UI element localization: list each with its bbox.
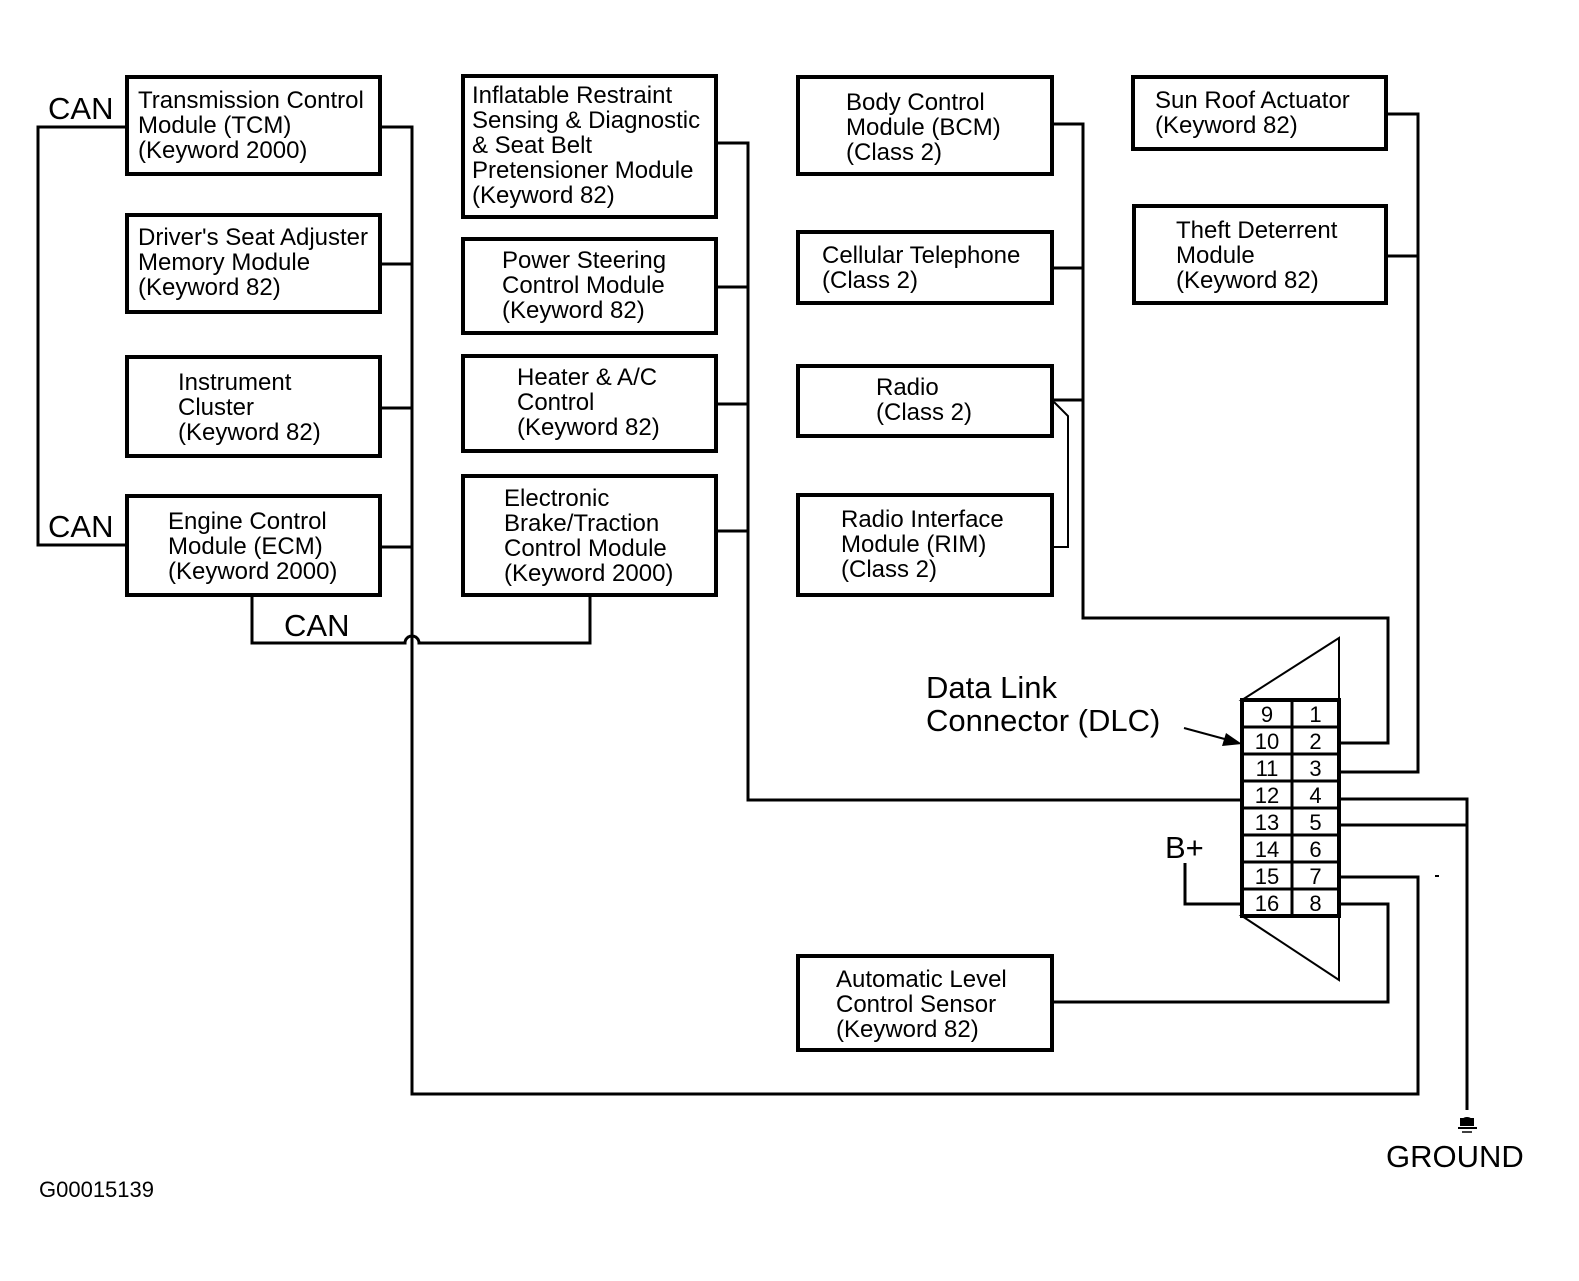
figure-id: G00015139 xyxy=(39,1177,154,1202)
module-label-line: (Keyword 82) xyxy=(472,182,615,209)
module-label-line: Brake/Traction xyxy=(504,510,659,537)
module-label-line: Module (BCM) xyxy=(846,114,1001,141)
dlc-pin-6: 6 xyxy=(1309,837,1321,862)
module-sdm: Inflatable RestraintSensing & Diagnostic… xyxy=(463,76,716,217)
module-label-line: (Class 2) xyxy=(876,399,972,426)
data-link-connector: 9 1 10 2 11 3 12 4 13 5 14 6 15 7 16 8 xyxy=(1184,638,1339,980)
module-label-line: (Keyword 82) xyxy=(502,297,645,324)
module-label-line: Radio Interface xyxy=(841,506,1004,533)
module-label-line: (Keyword 2000) xyxy=(168,558,337,585)
module-label-line: Module (TCM) xyxy=(138,112,291,139)
elc-wire xyxy=(1052,904,1388,1002)
dlc-top-flare xyxy=(1242,638,1339,700)
module-label-line: (Keyword 82) xyxy=(517,414,660,441)
module-seat: Driver's Seat AdjusterMemory Module(Keyw… xyxy=(127,215,380,312)
module-phone: Cellular Telephone(Class 2) xyxy=(798,232,1052,303)
module-label-line: Theft Deterrent xyxy=(1176,217,1338,244)
dlc-pin-9: 9 xyxy=(1261,702,1273,727)
module-label-line: Module (RIM) xyxy=(841,531,986,558)
module-label-line: Memory Module xyxy=(138,249,310,276)
module-label-line: Automatic Level xyxy=(836,966,1007,993)
module-label-line: & Seat Belt xyxy=(472,132,592,159)
dlc-pin-10: 10 xyxy=(1255,729,1279,754)
can-label-top: CAN xyxy=(48,91,113,126)
ground-symbol-icon xyxy=(1458,1117,1477,1132)
module-label-line: (Keyword 82) xyxy=(138,274,281,301)
module-label-line: Power Steering xyxy=(502,247,666,274)
dlc-pin-5: 5 xyxy=(1309,810,1321,835)
module-label-line: Sun Roof Actuator xyxy=(1155,87,1350,114)
can-bus-wire-left xyxy=(38,127,128,545)
module-tcm: Transmission ControlModule (TCM)(Keyword… xyxy=(127,77,380,174)
ground-wire-pin4 xyxy=(1340,799,1467,1110)
module-radio: Radio(Class 2) xyxy=(798,366,1052,436)
module-label-line: Transmission Control xyxy=(138,87,364,114)
ground-label: GROUND xyxy=(1386,1139,1524,1174)
module-label-line: (Keyword 82) xyxy=(836,1016,979,1043)
dlc-pin-16: 16 xyxy=(1255,891,1279,916)
module-label-line: Module xyxy=(1176,242,1255,269)
module-label-line: Control Sensor xyxy=(836,991,996,1018)
dlc-label-line2: Connector (DLC) xyxy=(926,703,1160,738)
module-label-line: Electronic xyxy=(504,485,609,512)
module-label-line: (Keyword 82) xyxy=(1176,267,1319,294)
module-label-line: Radio xyxy=(876,374,939,401)
dlc-pin-1: 1 xyxy=(1309,702,1321,727)
dlc-pin-14: 14 xyxy=(1255,837,1279,862)
module-label-line: Sensing & Diagnostic xyxy=(472,107,700,134)
dlc-pin-15: 15 xyxy=(1255,864,1279,889)
module-psc: Power SteeringControl Module(Keyword 82) xyxy=(463,239,716,333)
dlc-label-line1: Data Link xyxy=(926,670,1057,705)
dlc-arrowhead-icon xyxy=(1222,733,1242,746)
dlc-pin-7: 7 xyxy=(1309,864,1321,889)
module-label-line: Module (ECM) xyxy=(168,533,323,560)
bplus-label: B+ xyxy=(1165,830,1204,865)
module-label-line: Control Module xyxy=(502,272,665,299)
module-label-line: (Class 2) xyxy=(846,139,942,166)
module-label-line: Heater & A/C xyxy=(517,364,657,391)
module-label-line: (Keyword 2000) xyxy=(138,137,307,164)
module-theft: Theft DeterrentModule(Keyword 82) xyxy=(1134,206,1386,303)
dlc-pin-13: 13 xyxy=(1255,810,1279,835)
module-hvac: Heater & A/CControl(Keyword 82) xyxy=(463,356,716,451)
dlc-pin-3: 3 xyxy=(1309,756,1321,781)
dlc-pin-11: 11 xyxy=(1256,756,1279,781)
module-label-line: Engine Control xyxy=(168,508,327,535)
module-elc: Automatic LevelControl Sensor(Keyword 82… xyxy=(798,956,1052,1050)
module-ebtcm: ElectronicBrake/TractionControl Module(K… xyxy=(463,476,716,595)
module-label-line: Cellular Telephone xyxy=(822,242,1020,269)
module-label-line: Instrument xyxy=(178,369,292,396)
dlc-pin-4: 4 xyxy=(1309,783,1321,808)
module-label-line: (Keyword 2000) xyxy=(504,560,673,587)
module-label-line: (Keyword 82) xyxy=(1155,112,1298,139)
module-rim: Radio InterfaceModule (RIM)(Class 2) xyxy=(798,495,1052,595)
module-label-line: Control Module xyxy=(504,535,667,562)
module-label-line: Cluster xyxy=(178,394,254,421)
module-label-line: Control xyxy=(517,389,594,416)
module-label-line: (Keyword 82) xyxy=(178,419,321,446)
module-label-line: Driver's Seat Adjuster xyxy=(138,224,368,251)
module-ecm: Engine ControlModule (ECM)(Keyword 2000) xyxy=(127,496,380,595)
module-label-line: (Class 2) xyxy=(822,267,918,294)
dlc-bottom-flare xyxy=(1242,916,1339,980)
module-bcm: Body ControlModule (BCM)(Class 2) xyxy=(798,77,1052,174)
module-label-line: Body Control xyxy=(846,89,985,116)
module-label-line: Pretensioner Module xyxy=(472,157,693,184)
bplus-wire xyxy=(1185,863,1242,904)
radio-rim-link-wire xyxy=(1052,402,1068,547)
can-label-mid: CAN xyxy=(48,509,113,544)
dlc-pin-12: 12 xyxy=(1255,783,1279,808)
dlc-pin-8: 8 xyxy=(1309,891,1321,916)
module-sunroof: Sun Roof Actuator(Keyword 82) xyxy=(1133,77,1386,149)
module-label-line: (Class 2) xyxy=(841,556,937,583)
can-label-bottom: CAN xyxy=(284,608,349,643)
dlc-pin-2: 2 xyxy=(1309,729,1321,754)
module-label-line: Inflatable Restraint xyxy=(472,82,672,109)
module-ipc: InstrumentCluster(Keyword 82) xyxy=(127,357,380,456)
